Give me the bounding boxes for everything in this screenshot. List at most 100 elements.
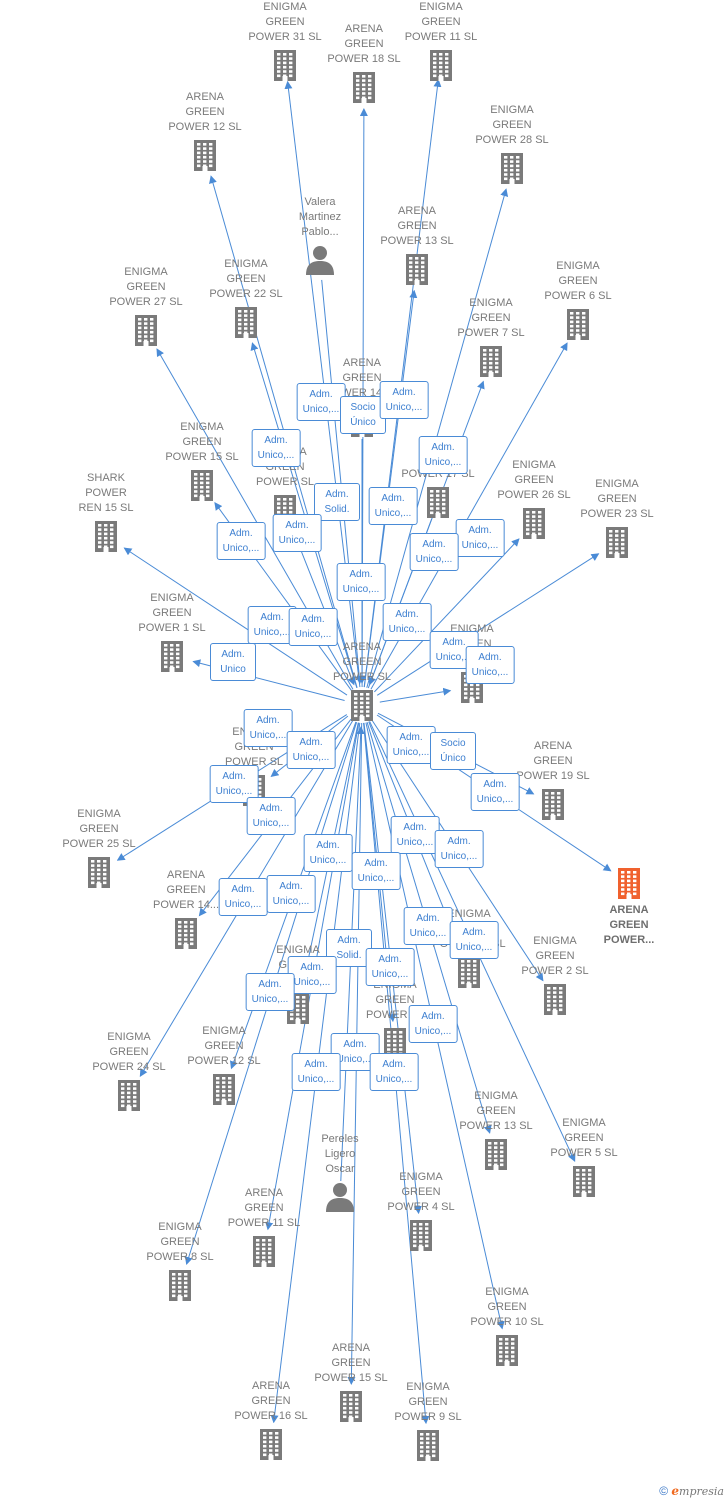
edge-label[interactable]: Adm. Unico,... [408,1005,458,1043]
edge-valera-an [321,279,364,685]
node-eg4[interactable]: ENIGMA GREEN POWER 4 SL [365,1170,477,1251]
node-eg22[interactable]: ENIGMA GREEN POWER 22 SL [190,257,302,338]
edge-label[interactable]: Adm. Unico,... [434,830,484,868]
node-eg15[interactable]: ENIGMA GREEN POWER 15 SL [146,420,258,501]
node-ag18[interactable]: ARENA GREEN POWER 18 SL [308,22,420,103]
building-icon [427,487,449,518]
building-icon [544,984,566,1015]
building-icon [351,690,373,721]
edge-an-eg23 [376,553,600,696]
edge-label[interactable]: Adm. Unico,... [455,519,505,557]
node-eg23[interactable]: ENIGMA GREEN POWER 23 SL [561,477,673,558]
edge-label[interactable]: Adm. Unico,... [243,709,293,747]
node-valera[interactable]: Valera Martinez Pablo... [264,195,376,276]
edge-label[interactable]: Adm. Unico,... [303,834,353,872]
node-label: ENIGMA GREEN POWER 23 SL [580,478,654,520]
edge-an-eg29 [379,687,452,703]
node-ag16[interactable]: ARENA GREEN POWER 16 SL [215,1379,327,1460]
building-icon [253,1236,275,1267]
edge-label[interactable]: Adm. Solid. [314,483,360,521]
node-label: ARENA GREEN POWER 11 SL [227,1187,301,1229]
edge-label[interactable]: Adm. Unico,... [218,878,268,916]
edge-label[interactable]: Adm. Unico,... [403,907,453,945]
node-eg2[interactable]: ENIGMA GREEN POWER 2 SL [499,934,611,1015]
node-eg31[interactable]: ENIGMA GREEN POWER 31 SL [229,0,341,81]
node-eg26[interactable]: ENIGMA GREEN POWER 26 SL [478,458,590,539]
node-label: ARENA GREEN POWER 16 SL [234,1380,308,1422]
edge-label[interactable]: Adm. Unico,... [286,731,336,769]
edge-label[interactable]: Adm. Unico,... [390,816,440,854]
edge-label[interactable]: Adm. Unico [210,643,256,681]
edge-label[interactable]: Adm. Unico,... [365,948,415,986]
node-label: ARENA GREEN POWER 14... [152,869,220,911]
edge-label[interactable]: Adm. Unico,... [246,797,296,835]
edge-label[interactable]: Socio Único [430,732,476,770]
node-pereles[interactable]: Pereles Ligero Oscar [284,1132,396,1213]
building-icon [542,789,564,820]
edge-label[interactable]: Adm. Unico,... [465,646,515,684]
brand-initial: e [671,1484,680,1498]
edge-an-shark [123,547,348,696]
node-eg12[interactable]: ENIGMA GREEN POWER 12 SL [168,1024,280,1105]
node-ag19[interactable]: ARENA GREEN POWER 19 SL [497,739,609,820]
node-label: ENIGMA GREEN POWER 10 SL [470,1286,544,1328]
node-eg11[interactable]: ENIGMA GREEN POWER 11 SL [385,0,497,81]
edge-label[interactable]: Adm. Unico,... [336,563,386,601]
node-eg8[interactable]: ENIGMA GREEN POWER 8 SL [124,1220,236,1301]
node-label: Valera Martinez Pablo... [298,196,342,238]
node-eg10[interactable]: ENIGMA GREEN POWER 10 SL [451,1285,563,1366]
edge-label[interactable]: Adm. Unico,... [209,765,259,803]
node-ag15[interactable]: ARENA GREEN POWER 15 SL [295,1341,407,1422]
edge-label[interactable]: Socio Único [340,396,386,434]
node-shark[interactable]: SHARK POWER REN 15 SL [50,471,162,552]
edge-label[interactable]: Adm. Unico,... [245,973,295,1011]
person-icon [306,246,334,275]
edge-label[interactable]: Adm. Unico,... [418,436,468,474]
edge-label[interactable]: Adm. Unico,... [247,606,297,644]
node-eg25[interactable]: ENIGMA GREEN POWER 25 SL [43,807,155,888]
edge-label[interactable]: Adm. Unico,... [266,875,316,913]
node-eg5[interactable]: ENIGMA GREEN POWER 5 SL [528,1116,640,1197]
node-eg6[interactable]: ENIGMA GREEN POWER 6 SL [522,259,634,340]
edge-label[interactable]: Adm. Unico,... [382,603,432,641]
node-eg13[interactable]: ENIGMA GREEN POWER 13 SL [440,1089,552,1170]
node-eg7[interactable]: ENIGMA GREEN POWER 7 SL [435,296,547,377]
edge-label[interactable]: Adm. Unico,... [351,852,401,890]
edge-label[interactable]: Adm. Unico,... [291,1053,341,1091]
building-icon [235,307,257,338]
edge-label[interactable]: Adm. Unico,... [449,921,499,959]
edge-label[interactable]: Adm. Unico,... [379,381,429,419]
node-ag11[interactable]: ARENA GREEN POWER 11 SL [208,1186,320,1267]
node-eg1[interactable]: ENIGMA GREEN POWER 1 SL [116,591,228,672]
building-icon [567,309,589,340]
node-label: ENIGMA GREEN POWER 26 SL [497,459,571,501]
node-label: ENIGMA GREEN POWER 9 SL [394,1381,462,1423]
node-agfocus[interactable]: ARENA GREEN POWER... [573,863,685,948]
edge-label[interactable]: Adm. Unico,... [272,514,322,552]
node-ag12[interactable]: ARENA GREEN POWER 12 SL [149,90,261,171]
edge-label[interactable]: Adm. Unico,... [288,608,338,646]
edge-label[interactable]: Adm. Unico,... [368,487,418,525]
edge-label[interactable]: Adm. Unico,... [470,773,520,811]
edge-label[interactable]: Adm. Unico,... [251,429,301,467]
edge-label[interactable]: Adm. Unico,... [409,533,459,571]
node-ag14[interactable]: ARENA GREEN POWER 14... [130,868,242,949]
edge-label[interactable]: Adm. Unico,... [287,956,337,994]
node-eg24[interactable]: ENIGMA GREEN POWER 24 SL [73,1030,185,1111]
node-eg28[interactable]: ENIGMA GREEN POWER 28 SL [456,103,568,184]
building-icon [135,315,157,346]
node-label: ENIGMA GREEN POWER 28 SL [475,104,549,146]
edge-label[interactable]: Adm. Unico,... [216,522,266,560]
building-icon [118,1080,140,1111]
node-an[interactable]: ARENA GREEN POWER SL [306,640,418,721]
node-label: ENIGMA GREEN POWER 2 SL [521,935,589,977]
building-icon [410,1220,432,1251]
edge-label[interactable]: Adm. Unico,... [369,1053,419,1091]
edge-label[interactable]: Adm. Unico,... [386,726,436,764]
building-icon [406,254,428,285]
node-eg27[interactable]: ENIGMA GREEN POWER 27 SL [90,265,202,346]
node-eg9[interactable]: ENIGMA GREEN POWER 9 SL [372,1380,484,1461]
edge-label[interactable]: Adm. Unico,... [296,383,346,421]
node-ag13[interactable]: ARENA GREEN POWER 13 SL [361,204,473,285]
building-icon [340,1391,362,1422]
